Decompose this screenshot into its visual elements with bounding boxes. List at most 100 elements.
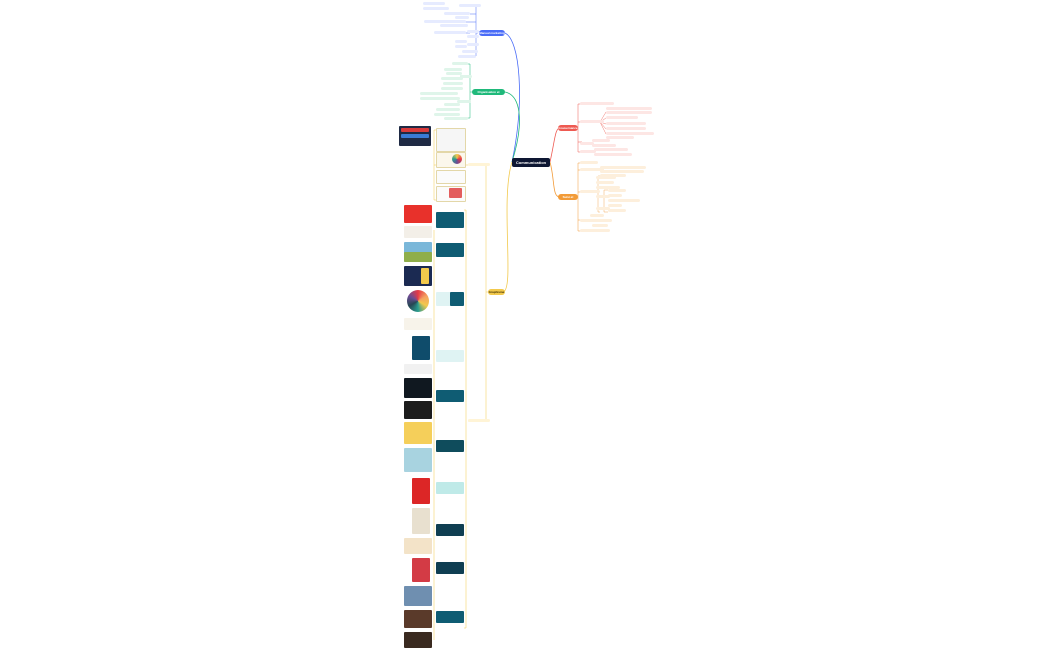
red-leaf[interactable] bbox=[580, 102, 614, 105]
red-leaf[interactable] bbox=[592, 144, 616, 147]
thumbnail-image[interactable] bbox=[436, 524, 464, 536]
green-leaf[interactable] bbox=[434, 113, 460, 116]
branch-orange[interactable]: Suivi et analyse bbox=[558, 194, 578, 205]
blue-leaf[interactable] bbox=[423, 2, 445, 5]
red-leaf[interactable] bbox=[594, 148, 628, 151]
orange-leaf[interactable] bbox=[580, 190, 600, 193]
blue-leaf[interactable] bbox=[423, 7, 449, 10]
blue-leaf[interactable] bbox=[455, 16, 469, 19]
blue-leaf[interactable] bbox=[467, 30, 479, 33]
red-leaf[interactable] bbox=[606, 132, 654, 135]
branch-yellow[interactable]: Graphisme bbox=[488, 289, 505, 295]
thumbnail-image[interactable] bbox=[404, 632, 432, 648]
thumbnail-image[interactable] bbox=[404, 538, 432, 554]
thumbnail-image[interactable] bbox=[404, 364, 432, 374]
green-leaf[interactable] bbox=[457, 100, 471, 103]
branch-red[interactable]: Gouvernance bbox=[558, 125, 578, 131]
thumbnail-image[interactable] bbox=[436, 390, 464, 402]
blue-leaf[interactable] bbox=[458, 55, 476, 58]
orange-leaf[interactable] bbox=[596, 195, 610, 198]
thumbnail-image[interactable] bbox=[436, 128, 466, 152]
thumbnail-image[interactable] bbox=[412, 508, 430, 534]
thumbnail-image[interactable] bbox=[404, 378, 432, 398]
red-leaf[interactable] bbox=[606, 136, 634, 139]
thumbnail-image[interactable] bbox=[452, 154, 462, 164]
orange-leaf[interactable] bbox=[608, 189, 626, 192]
red-leaf[interactable] bbox=[606, 116, 638, 119]
orange-leaf[interactable] bbox=[596, 186, 620, 189]
blue-leaf[interactable] bbox=[455, 45, 467, 48]
root-node[interactable]: Communication bbox=[512, 158, 550, 167]
red-leaf[interactable] bbox=[606, 107, 652, 110]
thumbnail-image[interactable] bbox=[436, 562, 464, 574]
blue-leaf[interactable] bbox=[444, 12, 470, 15]
orange-leaf[interactable] bbox=[600, 170, 644, 173]
red-leaf[interactable] bbox=[592, 139, 610, 142]
thumbnail-image[interactable] bbox=[450, 292, 464, 306]
green-leaf[interactable] bbox=[444, 103, 460, 106]
thumbnail-image[interactable] bbox=[404, 610, 432, 628]
green-leaf[interactable] bbox=[460, 75, 472, 78]
blue-leaf[interactable] bbox=[459, 4, 481, 7]
blue-leaf[interactable] bbox=[467, 35, 479, 38]
green-leaf[interactable] bbox=[444, 97, 460, 100]
thumbnail-image[interactable] bbox=[401, 134, 429, 138]
thumbnail-image[interactable] bbox=[412, 336, 430, 360]
orange-leaf[interactable] bbox=[592, 224, 608, 227]
red-leaf[interactable] bbox=[606, 111, 652, 114]
thumbnail-image[interactable] bbox=[404, 401, 432, 419]
orange-leaf[interactable] bbox=[608, 204, 622, 207]
thumbnail-image[interactable] bbox=[404, 226, 432, 238]
orange-leaf[interactable] bbox=[600, 174, 626, 177]
red-leaf[interactable] bbox=[606, 127, 646, 130]
orange-leaf[interactable] bbox=[590, 214, 604, 217]
thumbnail-image[interactable] bbox=[412, 558, 430, 582]
green-leaf[interactable] bbox=[441, 77, 463, 80]
blue-leaf[interactable] bbox=[434, 31, 466, 34]
red-leaf[interactable] bbox=[594, 153, 632, 156]
green-leaf[interactable] bbox=[443, 82, 463, 85]
orange-leaf[interactable] bbox=[608, 209, 626, 212]
orange-leaf[interactable] bbox=[608, 194, 622, 197]
orange-leaf[interactable] bbox=[580, 219, 594, 222]
yellow-leaf[interactable] bbox=[468, 419, 490, 422]
thumbnail-image[interactable] bbox=[449, 188, 462, 198]
yellow-leaf[interactable] bbox=[468, 163, 490, 166]
green-leaf[interactable] bbox=[444, 117, 468, 120]
orange-leaf[interactable] bbox=[580, 161, 598, 164]
blue-leaf[interactable] bbox=[424, 20, 466, 23]
thumbnail-image[interactable] bbox=[404, 318, 432, 330]
thumbnail-image[interactable] bbox=[436, 611, 464, 623]
blue-leaf[interactable] bbox=[440, 24, 468, 27]
branch-blue[interactable]: Manual marketing bbox=[479, 30, 505, 36]
green-leaf[interactable] bbox=[420, 97, 446, 100]
green-leaf[interactable] bbox=[420, 92, 458, 95]
orange-leaf[interactable] bbox=[580, 229, 598, 232]
red-leaf[interactable] bbox=[606, 122, 646, 125]
thumbnail-image[interactable] bbox=[401, 128, 429, 132]
green-leaf[interactable] bbox=[452, 62, 468, 65]
red-leaf[interactable] bbox=[580, 142, 594, 145]
orange-leaf[interactable] bbox=[596, 176, 616, 179]
green-leaf[interactable] bbox=[441, 87, 463, 90]
thumbnail-image[interactable] bbox=[421, 268, 429, 284]
thumbnail-image[interactable] bbox=[404, 586, 432, 606]
thumbnail-image[interactable] bbox=[404, 205, 432, 223]
orange-leaf[interactable] bbox=[596, 181, 614, 184]
thumbnail-image[interactable] bbox=[436, 170, 466, 184]
blue-leaf[interactable] bbox=[467, 43, 479, 46]
thumbnail-image[interactable] bbox=[436, 212, 464, 228]
thumbnail-image[interactable] bbox=[436, 243, 464, 257]
thumbnail-image[interactable] bbox=[436, 440, 464, 452]
orange-leaf[interactable] bbox=[596, 207, 610, 210]
red-leaf[interactable] bbox=[580, 150, 596, 153]
orange-leaf[interactable] bbox=[596, 229, 610, 232]
orange-leaf[interactable] bbox=[608, 199, 640, 202]
orange-leaf[interactable] bbox=[580, 168, 604, 171]
green-leaf[interactable] bbox=[446, 72, 462, 75]
thumbnail-image[interactable] bbox=[404, 448, 432, 472]
orange-leaf[interactable] bbox=[600, 166, 646, 169]
branch-green[interactable]: Organisation et stratégie bbox=[472, 89, 505, 100]
orange-leaf[interactable] bbox=[592, 219, 612, 222]
red-leaf[interactable] bbox=[580, 120, 604, 123]
